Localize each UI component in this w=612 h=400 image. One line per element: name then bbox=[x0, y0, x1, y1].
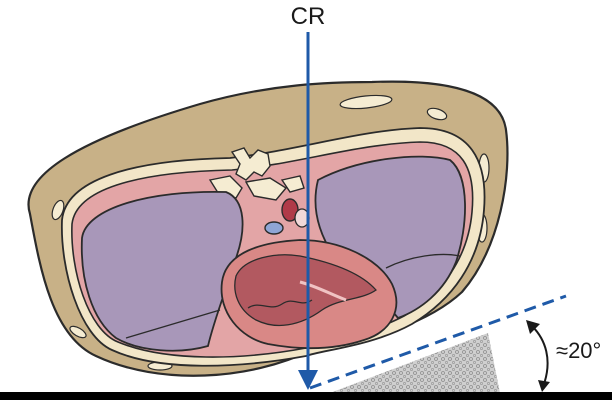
central-ray-label: CR bbox=[291, 3, 326, 30]
angle-arc bbox=[532, 326, 548, 384]
angle-arc-arrowhead-bottom bbox=[538, 380, 550, 392]
angle-label: ≈20° bbox=[556, 338, 601, 363]
tabletop bbox=[0, 392, 612, 400]
azygos-vein bbox=[265, 222, 283, 234]
